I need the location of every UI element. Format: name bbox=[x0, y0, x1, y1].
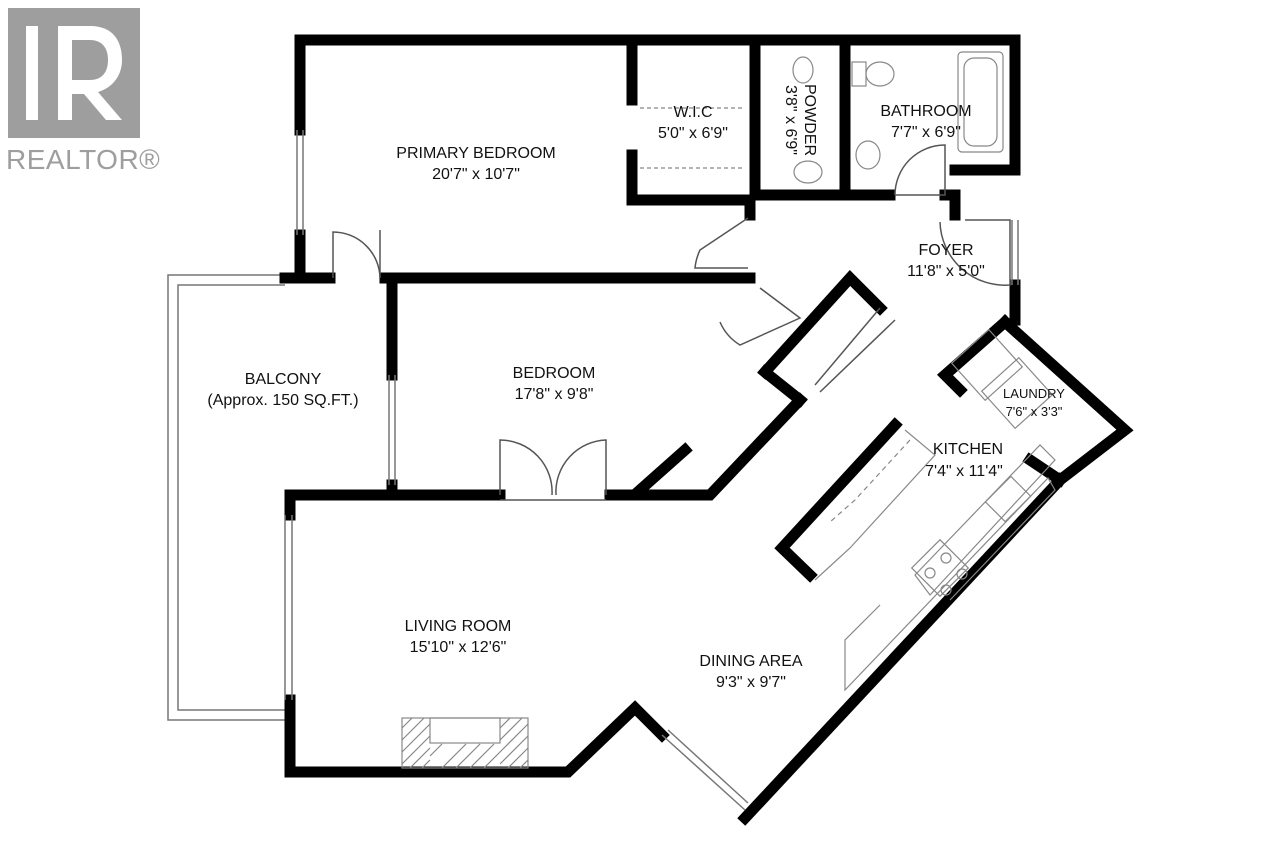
balcony-name: BALCONY bbox=[245, 371, 322, 388]
living-room-size: 15'10" x 12'6" bbox=[410, 639, 507, 656]
realtor-logo-text: REALTOR® bbox=[6, 144, 161, 175]
wic-size: 5'0" x 6'9" bbox=[658, 125, 728, 142]
powder-name: POWDER bbox=[801, 84, 818, 156]
dining-area-size: 9'3" x 9'7" bbox=[716, 674, 786, 691]
bathroom-name: BATHROOM bbox=[880, 103, 971, 120]
wic-name: W.I.C bbox=[673, 104, 712, 121]
kitchen-name: KITCHEN bbox=[933, 441, 1003, 458]
bathroom-size: 7'7" x 6'9" bbox=[891, 124, 961, 141]
windows bbox=[284, 130, 1019, 811]
foyer-size: 11'8" x 5'0" bbox=[907, 263, 985, 280]
balcony-outline bbox=[167, 274, 285, 721]
laundry-size: 7'6" x 3'3" bbox=[1006, 404, 1063, 419]
walls bbox=[279, 34, 1134, 826]
kitchen-size: 7'4" x 11'4" bbox=[925, 463, 1003, 480]
living-room-name: LIVING ROOM bbox=[405, 618, 512, 635]
laundry-name: LAUNDRY bbox=[1003, 386, 1065, 401]
powder-size: 3'8" x 6'9" bbox=[782, 85, 799, 155]
balcony-size: (Approx. 150 SQ.FT.) bbox=[207, 392, 358, 409]
foyer-name: FOYER bbox=[918, 242, 973, 259]
primary-bedroom-name: PRIMARY BEDROOM bbox=[396, 145, 555, 162]
dining-area-name: DINING AREA bbox=[699, 653, 802, 670]
realtor-logo-mark bbox=[8, 8, 140, 138]
fixtures bbox=[401, 51, 1056, 769]
doors bbox=[332, 144, 1011, 501]
bedroom-name: BEDROOM bbox=[513, 365, 596, 382]
bedroom-size: 17'8" x 9'8" bbox=[515, 386, 594, 403]
primary-bedroom-size: 20'7" x 10'7" bbox=[432, 166, 520, 183]
